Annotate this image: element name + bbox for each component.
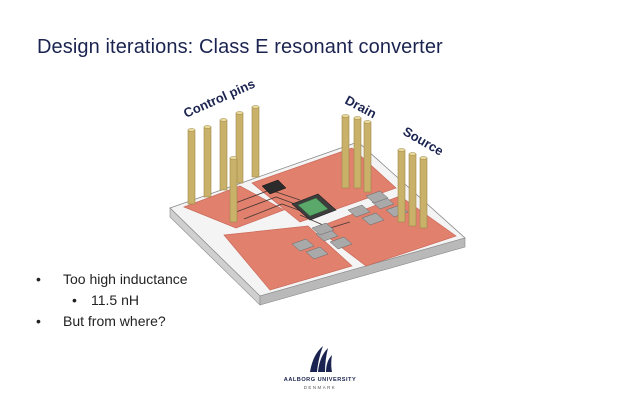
university-country: DENMARK [303,385,337,390]
bullet-marker: • [36,271,41,287]
bullet-marker: • [72,292,77,308]
passive-components [291,190,409,260]
bullet-text: But from where? [63,313,166,329]
bullet-marker: • [36,313,41,329]
bullet-text: 11.5 nH [91,292,139,308]
university-logo: AALBORG UNIVERSITY DENMARK [270,344,370,396]
source-pins [397,148,428,229]
label-source: Source [401,124,447,159]
drain-pins [341,114,372,193]
substrate-side-right [259,237,466,306]
aalborg-university-logo-icon [310,346,332,372]
label-control-pins: Control pins [181,76,257,121]
university-name: AALBORG UNIVERSITY [283,377,357,383]
gan-die-green [297,197,329,217]
driver-ic [261,179,287,195]
slide-title: Design iterations: Class E resonant conv… [37,36,443,58]
copper-output-pad [223,225,353,291]
control-pins [187,105,260,223]
bullet-text: Too high inductance [63,271,188,287]
